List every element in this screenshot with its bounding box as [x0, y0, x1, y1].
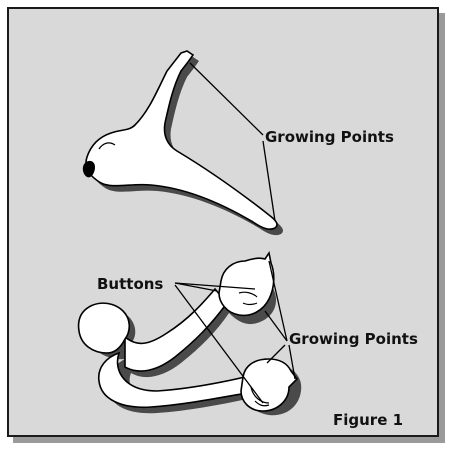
label-growing-points-top: Growing Points	[265, 128, 394, 146]
label-buttons: Buttons	[97, 275, 163, 293]
panel-background	[8, 8, 438, 436]
figure-panel: Growing Points Buttons Growing Points	[7, 7, 447, 445]
figure-caption: Figure 1	[333, 411, 403, 429]
tuber-bottom-left	[79, 303, 130, 353]
label-growing-points-bottom: Growing Points	[289, 330, 418, 348]
